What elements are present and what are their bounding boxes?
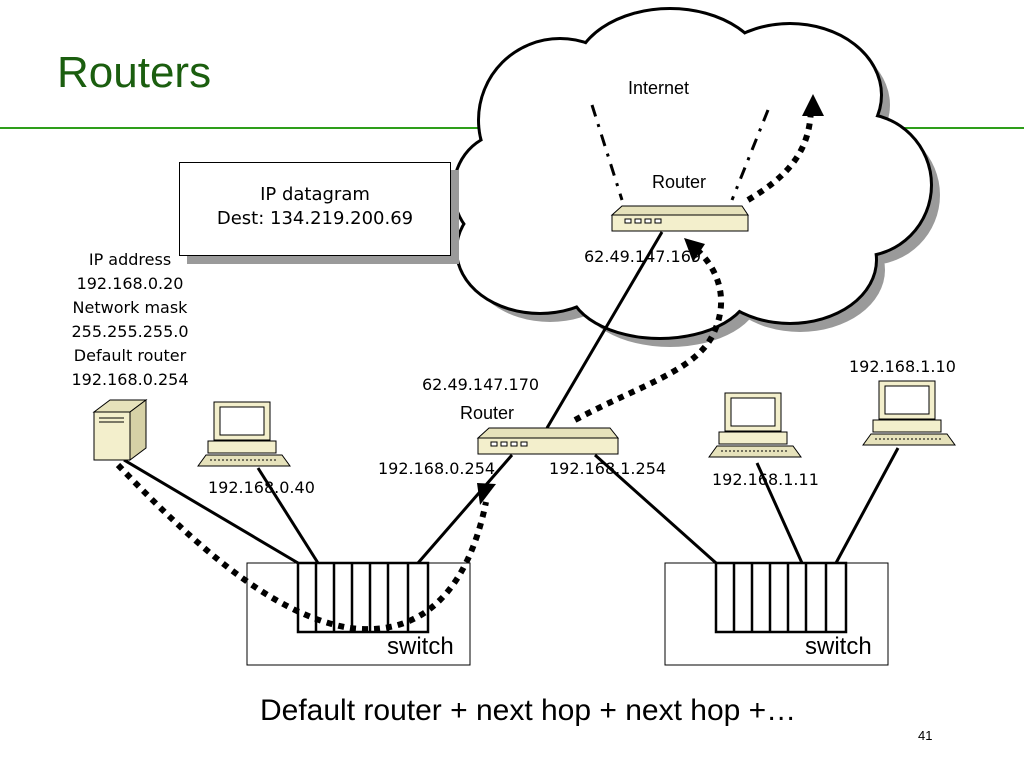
packet-path-internet bbox=[746, 107, 814, 203]
host-config-line: 255.255.255.0 bbox=[71, 322, 189, 341]
switch-label: switch bbox=[805, 633, 872, 660]
page-number: 41 bbox=[918, 728, 933, 743]
switch-left bbox=[246, 561, 471, 666]
cable-pc-a bbox=[256, 467, 320, 564]
host-config: IP address 192.168.0.20 Network mask 255… bbox=[50, 248, 210, 392]
cable-router-lan0 bbox=[416, 454, 514, 564]
cable-pc-c bbox=[834, 447, 900, 564]
host-config-line: 192.168.0.254 bbox=[71, 370, 189, 389]
internet-router-label: Router bbox=[652, 172, 707, 192]
pc-icon bbox=[708, 392, 802, 458]
internet-router-ip: 62.49.147.169 bbox=[584, 247, 702, 266]
host-config-line: IP address bbox=[88, 250, 172, 269]
packet-arrow-internet bbox=[802, 94, 824, 116]
host-config-line: Default router bbox=[73, 346, 187, 365]
cable-router-lan1 bbox=[594, 453, 717, 565]
datagram-dest: Dest: 134.219.200.69 bbox=[216, 208, 414, 229]
packet-path bbox=[115, 107, 814, 633]
server-icon bbox=[92, 399, 148, 461]
datagram-box: IP datagram Dest: 134.219.200.69 bbox=[179, 162, 451, 256]
caption: Default router + next hop + next hop +… bbox=[260, 694, 797, 727]
pc-ip-label: 192.168.0.40 bbox=[208, 478, 315, 497]
router-lan0-ip: 192.168.0.254 bbox=[378, 459, 496, 478]
router-label: Router bbox=[460, 403, 515, 423]
cable-wan bbox=[545, 231, 664, 429]
page-title: Routers bbox=[57, 48, 212, 97]
pc-ip-label: 192.168.1.11 bbox=[712, 470, 819, 489]
pc-icon bbox=[197, 401, 291, 467]
cable-pc-b bbox=[755, 462, 804, 564]
pc-ip-label: 192.168.1.10 bbox=[849, 357, 956, 376]
router-icon bbox=[610, 205, 749, 232]
packet-arrow-internet-router bbox=[684, 238, 705, 262]
host-config-line: Network mask bbox=[72, 298, 188, 317]
switch-right bbox=[664, 561, 889, 666]
packet-arrow-router bbox=[477, 483, 496, 505]
router-icon bbox=[476, 427, 620, 455]
internet-link-left bbox=[590, 104, 624, 201]
cables bbox=[123, 231, 900, 565]
datagram-line: IP datagram bbox=[260, 184, 370, 205]
cable-server bbox=[123, 458, 299, 565]
router-wan-ip: 62.49.147.170 bbox=[422, 375, 540, 394]
switch-label: switch bbox=[387, 633, 454, 660]
internet-label: Internet bbox=[628, 78, 690, 98]
packet-path-lan bbox=[115, 462, 489, 633]
pc-icon bbox=[862, 380, 956, 446]
router-lan1-ip: 192.168.1.254 bbox=[549, 459, 667, 478]
packet-path-wan bbox=[573, 245, 725, 423]
host-config-line: 192.168.0.20 bbox=[76, 274, 184, 293]
